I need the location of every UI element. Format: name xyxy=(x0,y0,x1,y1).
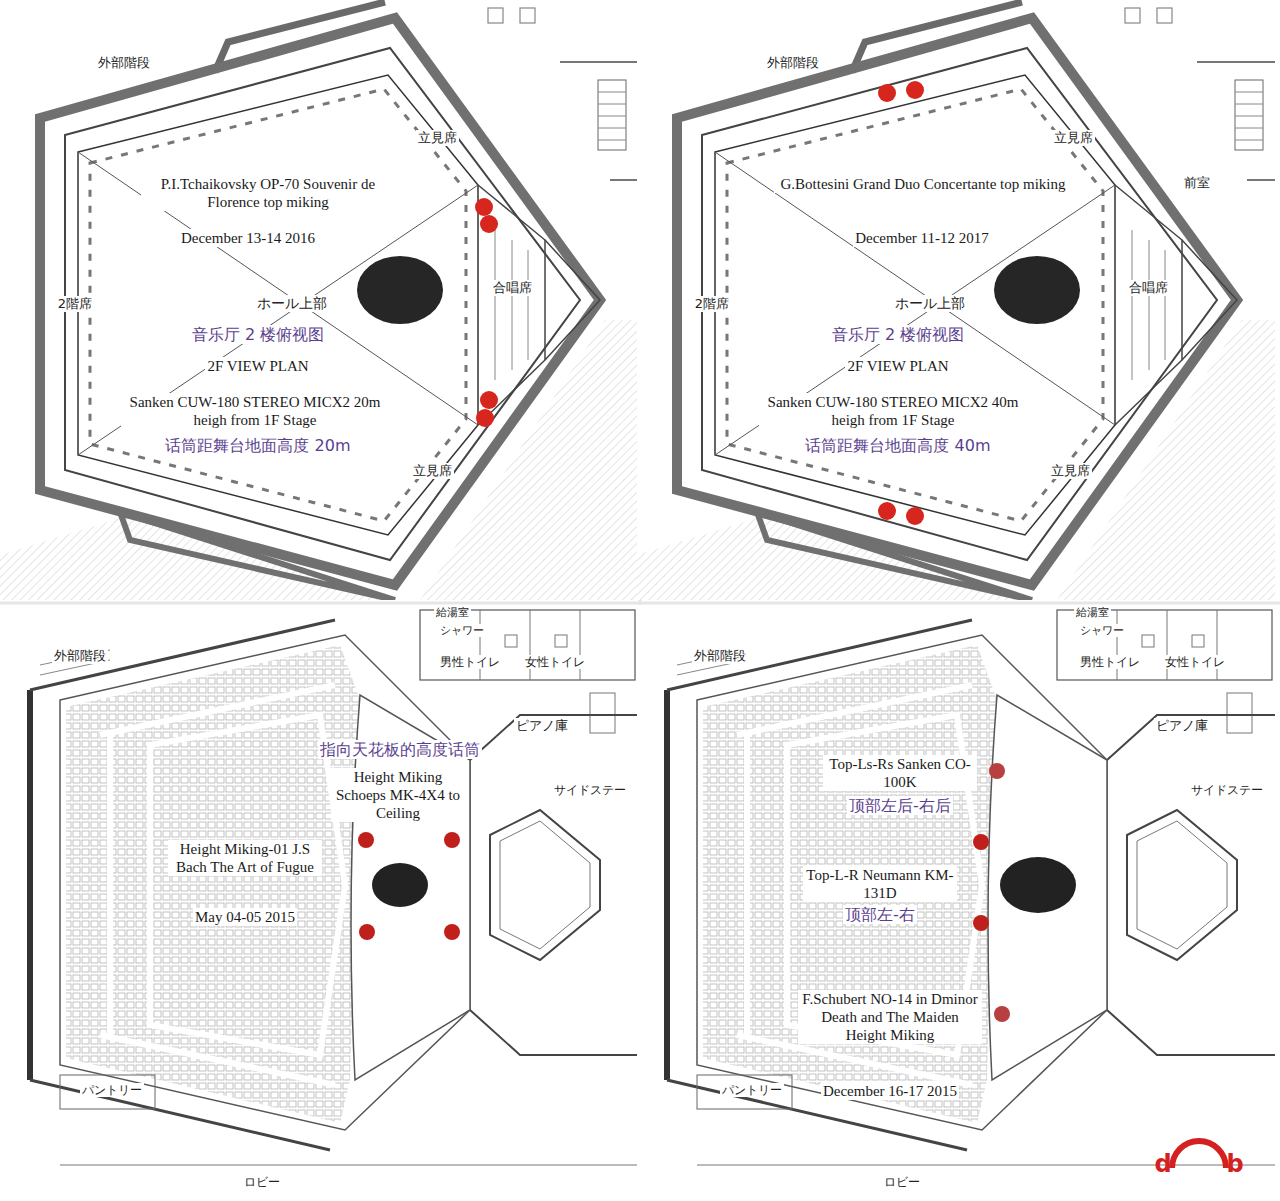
mic-note: 顶部左后-右后 xyxy=(847,796,953,815)
date-label: December 13-14 2016 xyxy=(179,229,317,247)
room-label: 男性トイレ xyxy=(1078,655,1142,669)
room-label: サイドステー xyxy=(1189,783,1265,797)
room-label: ロビー xyxy=(882,1175,922,1189)
mic-note: Sanken CUW-180 STEREO MICX2 40m heigh fr… xyxy=(759,393,1028,429)
date-label: December 16-17 2015 xyxy=(821,1082,959,1100)
room-label: 立見席 xyxy=(1052,130,1095,146)
piece-title: Height Miking-01 J.S Bach The Art of Fug… xyxy=(168,840,322,876)
plan-title: 2F VIEW PLAN xyxy=(205,357,310,375)
room-label: ホール上部 xyxy=(893,295,967,312)
piece-title: P.I.Tchaikovsky OP-70 Souvenir de Floren… xyxy=(141,175,395,211)
room-label: 給湯室 xyxy=(1074,606,1111,619)
room-label: 2階席 xyxy=(56,296,94,312)
room-label: 合唱席 xyxy=(1127,280,1170,296)
room-label: 2階席 xyxy=(693,296,731,312)
date-label: December 11-12 2017 xyxy=(853,229,991,247)
room-label: 立見席 xyxy=(416,130,459,146)
room-label: 外部階段 xyxy=(692,648,748,664)
room-label: 外部階段 xyxy=(52,648,108,664)
piece-title: G.Bottesini Grand Duo Concertante top mi… xyxy=(774,175,1073,193)
room-label: 女性トイレ xyxy=(1163,655,1227,669)
room-label: シャワー xyxy=(1078,624,1126,637)
mic-note: 指向天花板的高度话筒 xyxy=(318,740,482,759)
mic-note: 话筒距舞台地面高度 40m xyxy=(803,436,992,455)
room-label: 女性トイレ xyxy=(523,655,587,669)
plan-title: 音乐厅 2 楼俯视图 xyxy=(190,325,326,344)
mic-note: 话筒距舞台地面高度 20m xyxy=(163,436,352,455)
room-label: パントリー xyxy=(720,1083,784,1097)
plan-title: 2F VIEW PLAN xyxy=(845,357,950,375)
room-label: 立見席 xyxy=(1049,463,1092,479)
logo-letter: b xyxy=(1224,1150,1245,1179)
room-label: サイドステー xyxy=(552,783,628,797)
room-label: 合唱席 xyxy=(491,280,534,296)
room-label: 外部階段 xyxy=(96,55,152,71)
room-label: ピアノ庫 xyxy=(1154,718,1210,734)
piece-title: F.Schubert NO-14 in Dminor Death and The… xyxy=(798,990,982,1044)
room-label: ホール上部 xyxy=(255,295,329,312)
room-label: 前室 xyxy=(1182,175,1212,191)
logo-letter: d xyxy=(1152,1150,1173,1179)
room-label: 立見席 xyxy=(411,463,454,479)
mic-note: Height Miking Schoeps MK-4X4 to Ceiling xyxy=(331,768,465,822)
room-label: パントリー xyxy=(80,1083,144,1097)
mic-note: 顶部左-右 xyxy=(843,905,917,924)
plan-title: 音乐厅 2 楼俯视图 xyxy=(830,325,966,344)
room-label: 男性トイレ xyxy=(438,655,502,669)
mic-note: Top-Ls-Rs Sanken CO-100K xyxy=(823,755,977,791)
room-label: ロビー xyxy=(242,1175,282,1189)
room-label: ピアノ庫 xyxy=(514,718,570,734)
room-label: シャワー xyxy=(438,624,486,637)
mic-note: Sanken CUW-180 STEREO MICX2 20m heigh fr… xyxy=(121,393,390,429)
room-label: 給湯室 xyxy=(434,606,471,619)
room-label: 外部階段 xyxy=(765,55,821,71)
mic-note: Top-L-R Neumann KM-131D xyxy=(803,866,957,902)
date-label: May 04-05 2015 xyxy=(193,908,297,926)
